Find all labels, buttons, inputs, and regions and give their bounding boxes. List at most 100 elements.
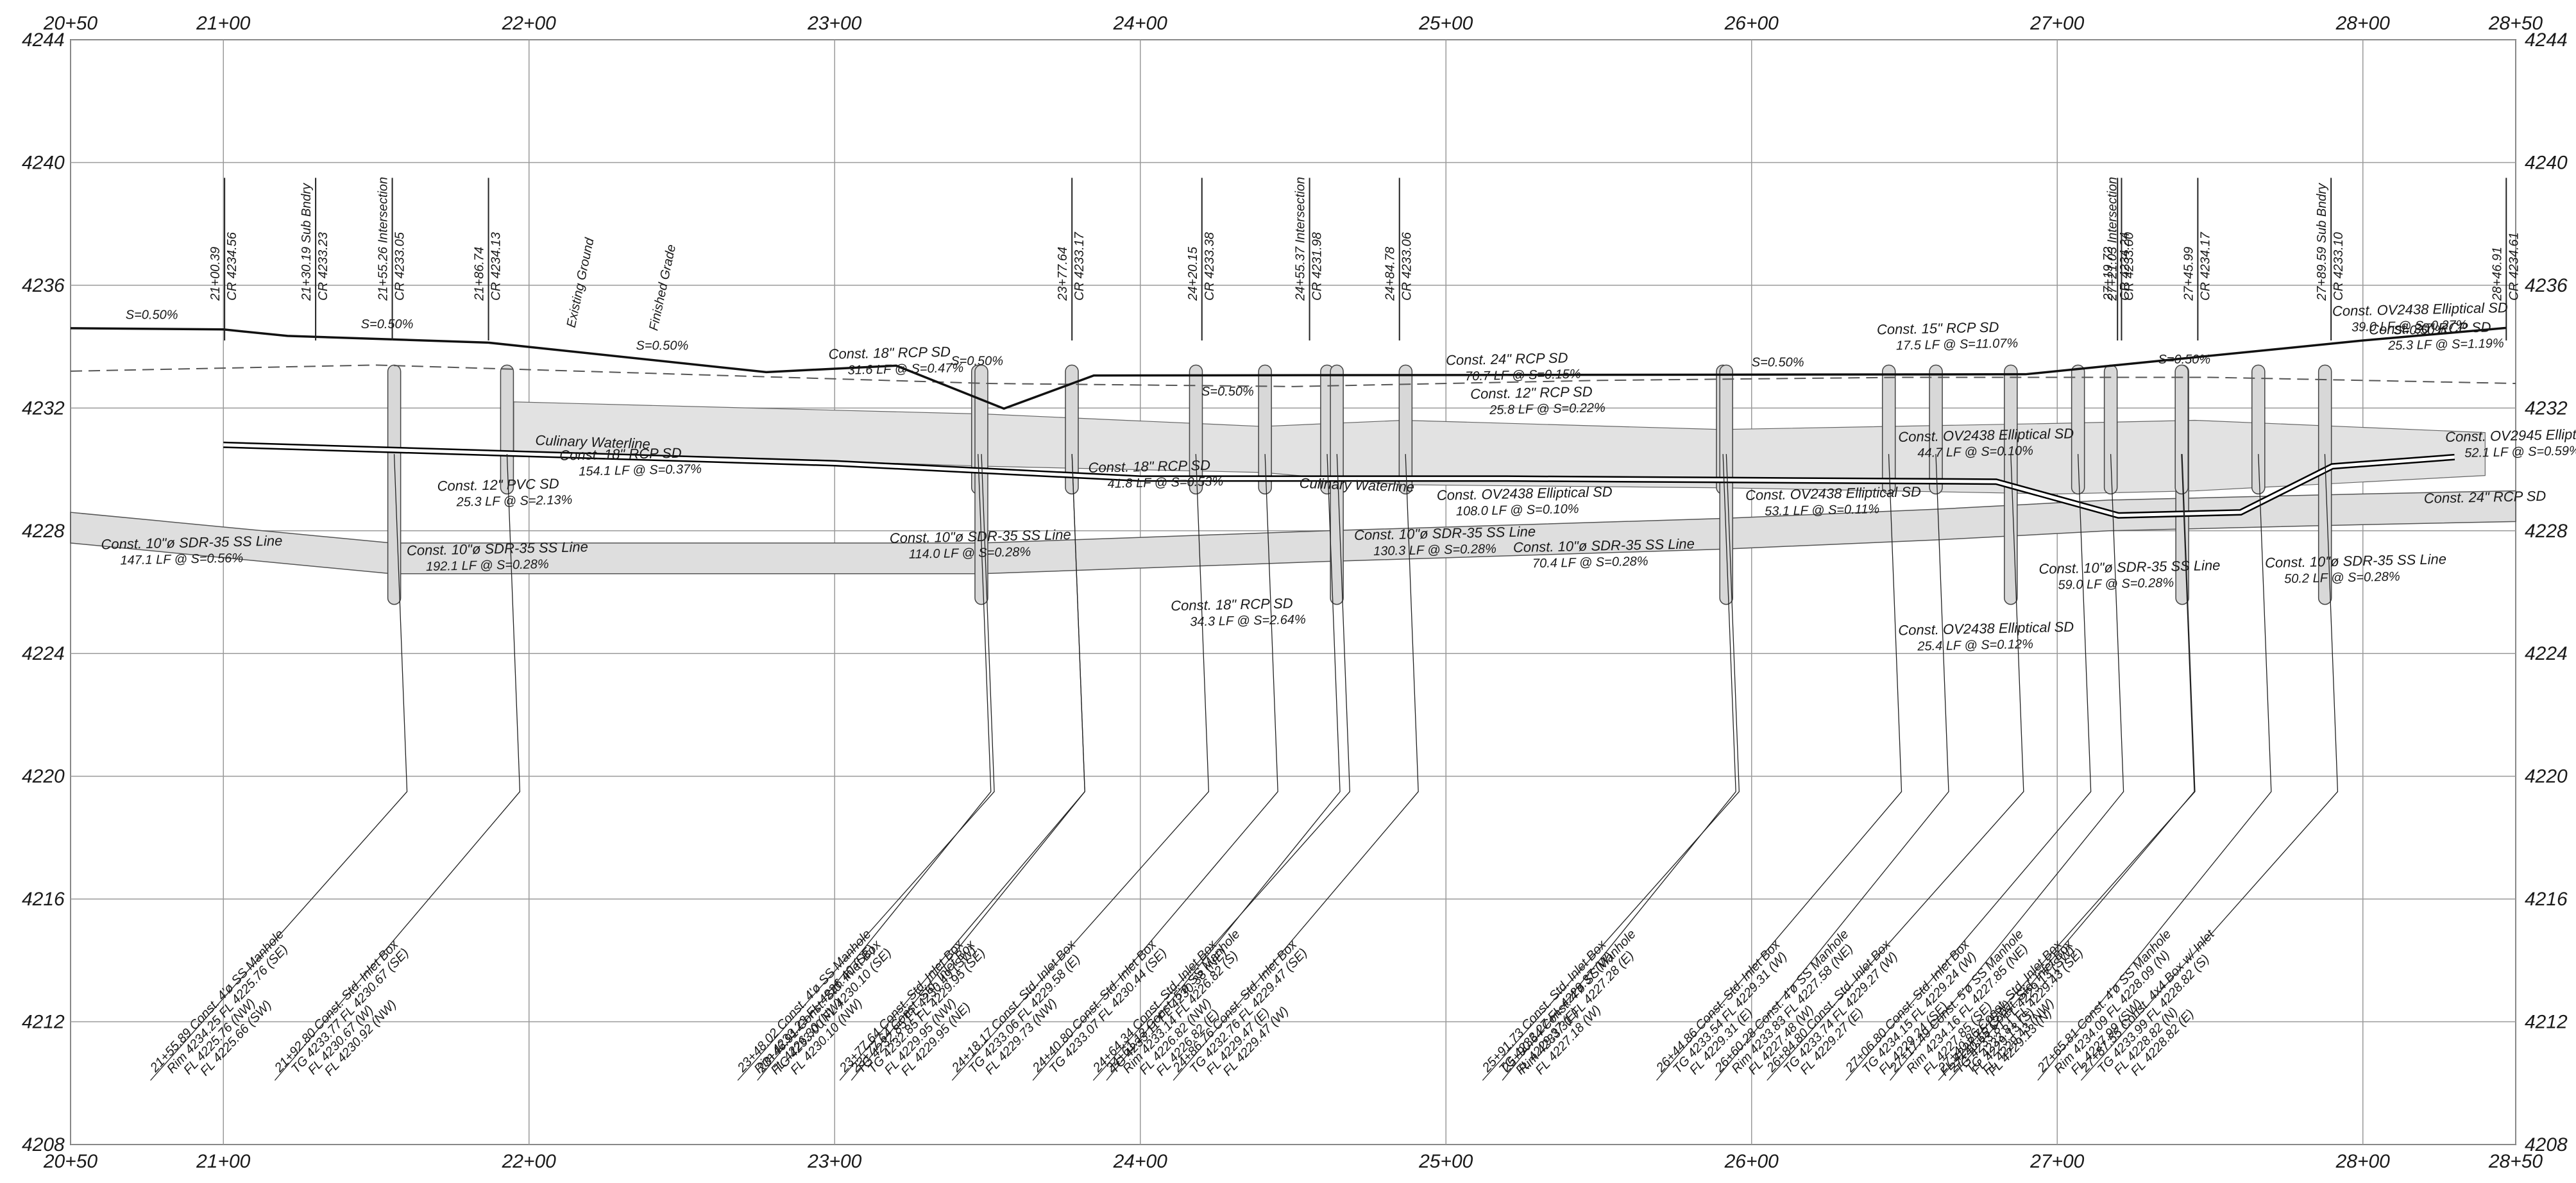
structure-leader [1656, 454, 1902, 1081]
elevation-label-right: 4216 [2525, 889, 2568, 910]
storm-note-detail: 25.3 LF @ S=2.13% [455, 493, 572, 510]
callout-station: 21+00.39 [208, 247, 223, 301]
callout-elevation: CR 4233.10 [2332, 232, 2346, 301]
structure-leader [1092, 454, 1350, 1081]
sewer-note: Const. 10"ø SDR-35 SS Line [1354, 523, 1536, 543]
callout-elevation: CR 4234.61 [2507, 232, 2521, 301]
storm-note: Const. OV2438 Elliptical SD [1898, 425, 2074, 445]
callout-elevation: CR 4233.06 [1400, 231, 1414, 301]
leader-lines [150, 454, 2339, 1081]
elevation-label-left: 4232 [22, 398, 65, 419]
elevation-label-left: 4220 [22, 766, 65, 787]
inlet-box-structure [1398, 364, 1413, 495]
callout-elevation: CR 4231.98 [1310, 232, 1325, 301]
storm-note: Const. OV2945 Elliptical SD [2445, 425, 2576, 445]
station-label-top: 28+00 [2335, 13, 2391, 34]
culinary-waterline-core [223, 443, 2455, 517]
callout-elevation: CR 4233.17 [1072, 231, 1087, 301]
structure-leader [1949, 454, 2195, 1081]
structure-leader [1502, 454, 1736, 1081]
storm-note: Const. 12" RCP SD [1470, 383, 1593, 402]
storm-note-detail: 39.0 LF @ S=0.27% [2351, 318, 2468, 335]
elevation-label-left: 4208 [22, 1134, 65, 1155]
sewer-note: Const. 10"ø SDR-35 SS Line [407, 539, 588, 558]
storm-note: Const. 18" RCP SD [828, 344, 951, 362]
slope-label: S=0.50% [2158, 353, 2210, 367]
elevation-label-left: 4228 [22, 521, 65, 542]
slope-label: S=0.50% [361, 317, 414, 331]
station-label-bottom: 28+50 [2488, 1151, 2543, 1172]
station-label-top: 23+00 [807, 13, 862, 34]
callout-station: 24+55.37 Intersection [1294, 177, 1308, 301]
station-label-bottom: 24+00 [1113, 1151, 1168, 1172]
elevation-label-right: 4220 [2525, 766, 2568, 787]
sewer-note: Const. 10"ø SDR-35 SS Line [2265, 551, 2446, 571]
structure-leader [757, 454, 992, 1081]
structure-leader [1938, 454, 2196, 1081]
sewer-note: Const. 10"ø SDR-35 SS Line [890, 526, 1071, 546]
structure-leader [2037, 454, 2272, 1081]
inlet-box-structure [2103, 364, 2118, 495]
storm-note-detail: 53.1 LF @ S=0.11% [1765, 502, 1880, 519]
storm-note-detail: 25.4 LF @ S=0.12% [1917, 637, 2033, 654]
sewer-note: Const. 10"ø SDR-35 SS Line [101, 533, 282, 553]
structure-leader [150, 454, 408, 1081]
elevation-label-right: 4236 [2525, 275, 2568, 296]
inlet-box-structure [1065, 364, 1079, 495]
inlet-box-structure [1929, 364, 1943, 495]
structure-leader [1482, 454, 1740, 1081]
structure-leader [274, 454, 521, 1081]
slope-label: S=0.50% [126, 308, 178, 323]
storm-note-detail: 108.0 LF @ S=0.10% [1456, 502, 1579, 519]
storm-note: Const. 18" RCP SD [1171, 595, 1293, 614]
structure-leader [1845, 454, 2092, 1081]
storm-note: Const. OV2438 Elliptical SD [1437, 483, 1613, 503]
station-label-top: 20+50 [43, 13, 98, 34]
station-label-bottom: 23+00 [807, 1151, 862, 1172]
storm-drain-band [513, 401, 2486, 494]
station-label-top: 25+00 [1418, 13, 1473, 34]
elevation-label-left: 4236 [22, 275, 65, 296]
callout-station: 27+21.03 Intersection [2105, 177, 2119, 301]
callout-elevation: CR 4233.05 [393, 231, 407, 301]
storm-note-detail: 31.6 LF @ S=0.47% [847, 361, 963, 378]
station-label-bottom: 21+00 [196, 1151, 251, 1172]
callout-elevation: CR 4234.17 [2198, 231, 2212, 301]
structure-leader [951, 454, 1209, 1081]
callout-elevation: CR 4233.23 [316, 232, 330, 301]
station-label-top: 22+00 [502, 13, 557, 34]
callout-elevation: CR 4233.38 [1203, 232, 1217, 301]
station-label-bottom: 26+00 [1724, 1151, 1779, 1172]
station-label-top: 24+00 [1113, 13, 1168, 34]
elevation-label-left: 4212 [22, 1012, 65, 1033]
station-label-bottom: 25+00 [1418, 1151, 1473, 1172]
storm-note: Const. 15" RCP SD [1877, 319, 1999, 337]
storm-note-detail: 34.3 LF @ S=2.64% [1190, 612, 1306, 629]
elevation-label-right: 4208 [2525, 1134, 2568, 1155]
storm-note: Const. 30" RCP SD [2369, 319, 2491, 337]
storm-note-detail: 41.8 LF @ S=0.53% [1107, 474, 1223, 491]
sewer-note-detail: 50.2 LF @ S=0.28% [2284, 569, 2400, 586]
storm-note-detail: 154.1 LF @ S=0.37% [579, 462, 702, 479]
waterline-label: Culinary Waterline [535, 432, 650, 452]
elevation-label-right: 4244 [2525, 29, 2568, 51]
slope-label: S=0.50% [1201, 385, 1254, 399]
inlet-box-structure [2251, 364, 2266, 495]
callout-station: 27+19.72 [2101, 247, 2115, 301]
elevation-label-right: 4228 [2525, 521, 2568, 542]
structure-leader [2080, 454, 2339, 1081]
sewer-note-detail: 114.0 LF @ S=0.28% [909, 545, 1031, 562]
callout-station: 23+77.64 [1056, 247, 1070, 301]
storm-note-detail: 25.3 LF @ S=1.19% [2387, 337, 2504, 353]
slope-label: S=0.50% [636, 339, 689, 353]
storm-note: Const. 18" RCP SD [1088, 457, 1210, 476]
storm-note: Const. OV2438 Elliptical SD [2332, 299, 2508, 319]
inlet-box-structure [1189, 364, 1203, 495]
elevation-label-left: 4240 [22, 152, 65, 173]
station-label-top: 21+00 [196, 13, 251, 34]
inlet-box-structure [500, 364, 514, 495]
sewer-note-detail: 70.4 LF @ S=0.28% [1532, 555, 1648, 571]
